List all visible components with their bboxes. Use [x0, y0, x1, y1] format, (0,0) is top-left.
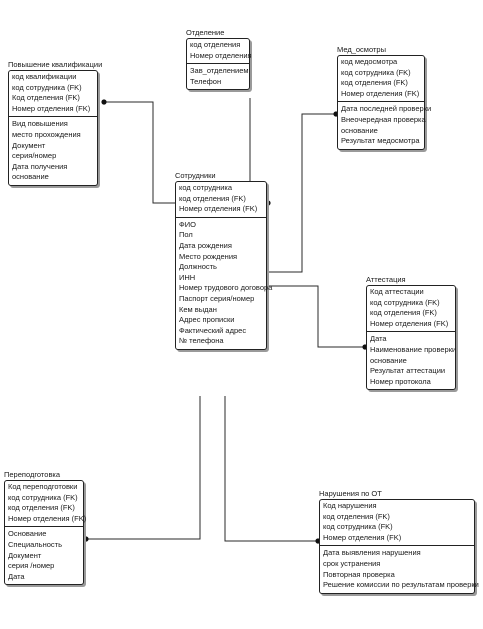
key-field: код квалификации — [12, 72, 77, 81]
entity-box: код сотрудника код отделения (FK) Номер … — [175, 181, 273, 350]
link-sotrudniki-attestaciya — [268, 285, 365, 348]
attribute-field: ИНН — [179, 272, 196, 282]
entity-box: Код аттестации код сотрудника (FK) код о… — [366, 285, 457, 391]
attribute-field: Телефон — [190, 76, 222, 86]
link-sotrudniki-povyshenie-dot — [101, 99, 107, 105]
entity-sotrudniki: Сотрудники код сотрудника код отделения … — [175, 171, 273, 350]
attribute-field: Номер протокола — [370, 376, 431, 386]
attribute-field: серия /номер — [8, 561, 55, 571]
key-field: Номер отделения (FK) — [341, 88, 420, 98]
link-sotrudniki-perepodgotovka — [86, 396, 201, 540]
link-sotrudniki-medosmotry — [268, 113, 336, 273]
entity-attestaciya: Аттестация Код аттестации код сотрудника… — [366, 275, 457, 391]
key-field: Код переподготовки — [8, 482, 78, 491]
attribute-field: ФИО — [179, 219, 196, 229]
attribute-field: основание — [12, 172, 49, 182]
attribute-field: Номер трудового договора — [179, 283, 273, 293]
key-divider — [187, 63, 249, 65]
entity-box: код квалификации код сотрудника (FK) Код… — [8, 70, 98, 186]
attribute-field: Специальность — [8, 539, 62, 549]
key-divider — [367, 331, 455, 333]
key-field: код отделения (FK) — [179, 193, 246, 203]
attribute-field: Вид повышения — [12, 119, 68, 129]
attribute-field: Документ — [12, 140, 46, 150]
attribute-field: № телефона — [179, 336, 224, 346]
attribute-field: Повторная проверка — [323, 569, 395, 579]
attribute-field: Место рождения — [179, 251, 238, 261]
attribute-field: серия/номер — [12, 151, 57, 161]
attribute-field: основание — [341, 125, 378, 135]
attribute-field: основание — [370, 355, 407, 365]
attribute-field: Фактический адрес — [179, 325, 247, 335]
attribute-field: Должность — [179, 262, 217, 272]
key-field: код отделения — [190, 40, 241, 49]
key-divider — [176, 216, 266, 218]
entity-narusheniya: Нарушения по ОТ Код нарушения код отделе… — [319, 489, 479, 594]
attribute-field: Пол — [179, 230, 193, 240]
key-field: код сотрудника (FK) — [370, 297, 440, 307]
key-field: код сотрудника (FK) — [8, 492, 78, 502]
entity-box: код медосмотра код сотрудника (FK) код о… — [337, 55, 432, 150]
key-divider — [320, 545, 474, 547]
link-sotrudniki-perepodgotovka-dot — [83, 536, 89, 542]
key-field: Номер отделения (FK) — [370, 318, 449, 328]
key-field: Код отделения (FK) — [12, 93, 80, 103]
attribute-field: место прохождения — [12, 129, 81, 139]
attribute-field: Дата — [8, 571, 25, 581]
attribute-field: Адрес прописки — [179, 315, 235, 325]
entity-title: Переподготовка — [4, 470, 61, 479]
key-field: код сотрудника (FK) — [323, 522, 393, 532]
attribute-field: Дата выявления нарушения — [323, 548, 421, 558]
attribute-field: Дата получения — [12, 161, 68, 171]
attribute-field: Дата последней проверки — [341, 104, 432, 114]
entity-box: Код нарушения код отделения (FK) код сот… — [319, 499, 479, 594]
key-field: код отделения (FK) — [8, 503, 75, 513]
entity-box: Код переподготовки код сотрудника (FK) к… — [4, 480, 87, 586]
key-field: код отделения (FK) — [341, 78, 408, 88]
key-divider — [338, 101, 424, 103]
entity-otdelenie: Отделение код отделения Номер отделения … — [186, 28, 252, 91]
key-field: код отделения (FK) — [370, 308, 437, 318]
entity-title: Отделение — [186, 28, 225, 37]
key-divider — [9, 116, 97, 118]
key-field: Номер отделения (FK) — [8, 513, 87, 523]
key-field: Номер отделения (FK) — [323, 532, 402, 542]
attribute-field: Наименование проверки — [370, 344, 457, 354]
attribute-field: Дата — [370, 334, 387, 344]
key-field: код медосмотра — [341, 57, 398, 66]
key-field: Номер отделения (FK) — [12, 103, 91, 113]
key-divider — [5, 526, 83, 528]
attribute-field: Кем выдан — [179, 304, 217, 314]
attribute-field: Паспорт серия/номер — [179, 293, 255, 303]
key-field: Номер отделения (FK) — [179, 204, 258, 214]
entity-povyshenie: Повышение квалификации код квалификации … — [8, 60, 102, 186]
key-field: Код нарушения — [323, 501, 377, 510]
attribute-field: Внеочередная проверка — [341, 114, 426, 124]
link-sotrudniki-povyshenie — [104, 101, 177, 204]
entity-box: код отделения Номер отделения Зав_отделе… — [186, 38, 252, 91]
attribute-field: срок устранения — [323, 558, 381, 568]
attribute-field: Документ — [8, 550, 42, 560]
attribute-field: Результат аттестации — [370, 366, 446, 376]
attribute-field: Результат медосмотра — [341, 136, 420, 146]
entity-title: Нарушения по ОТ — [319, 489, 382, 498]
link-sotrudniki-narusheniya — [224, 396, 318, 542]
entity-medosmotry: Мед_осмотры код медосмотра код сотрудник… — [337, 45, 432, 150]
attribute-field: Зав_отделением — [190, 66, 249, 76]
key-field: код отделения (FK) — [323, 511, 390, 521]
key-field: код сотрудника (FK) — [341, 67, 411, 77]
entity-title: Сотрудники — [175, 171, 216, 180]
key-field: код сотрудника (FK) — [12, 82, 82, 92]
key-field: код сотрудника — [179, 183, 233, 192]
attribute-field: Дата рождения — [179, 240, 232, 250]
entity-title: Аттестация — [366, 275, 406, 284]
key-field: Номер отделения — [190, 50, 252, 60]
entity-perepodgotovka: Переподготовка Код переподготовки код со… — [4, 470, 87, 586]
entity-title: Повышение квалификации — [8, 60, 103, 69]
entity-title: Мед_осмотры — [337, 45, 386, 54]
attribute-field: Основание — [8, 529, 47, 539]
attribute-field: Решение комиссии по результатам проверки — [323, 580, 479, 590]
key-field: Код аттестации — [370, 287, 424, 296]
